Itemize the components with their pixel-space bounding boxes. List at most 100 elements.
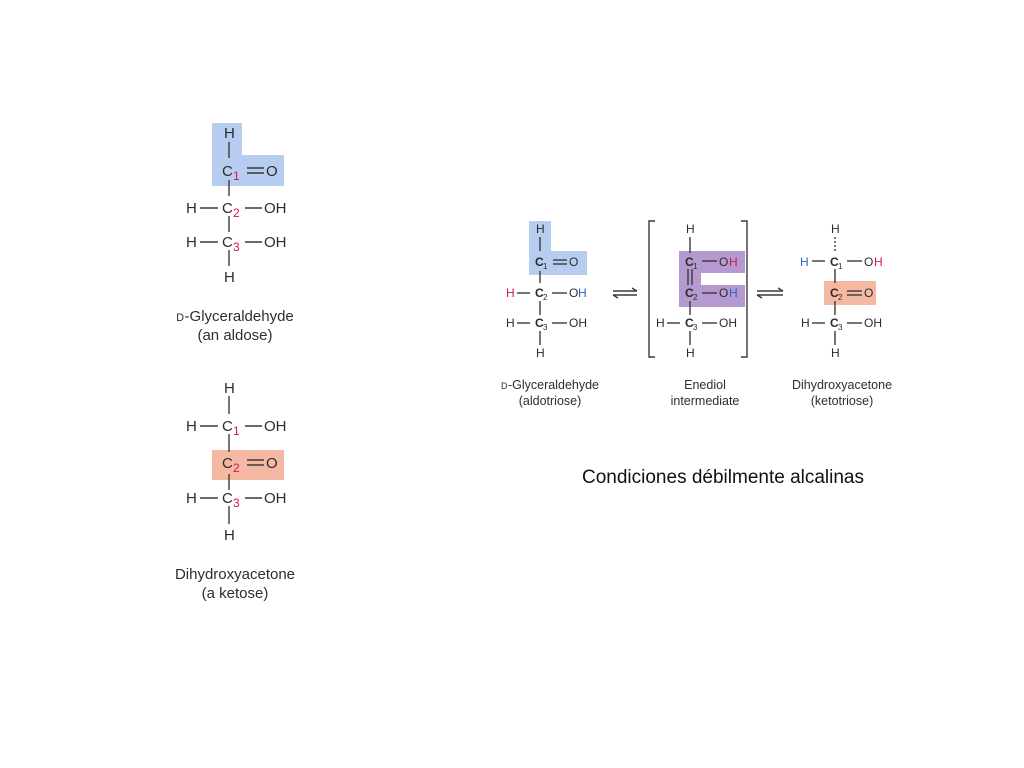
ketotriose-caption-sub: (ketotriose) (810, 393, 874, 408)
atom-c2-sub: 2 (838, 293, 843, 302)
atom-h3: H (656, 316, 665, 330)
glyceraldehyde-caption-sub: (an aldose) (197, 326, 273, 344)
enediol-caption-sub: intermediate (670, 393, 740, 408)
atom-h3: H (186, 490, 197, 507)
ketotriose-caption-name: Dihydroxyacetone (791, 378, 893, 392)
condition-label: Condiciones débilmente alcalinas (582, 467, 865, 488)
ketotriose-highlight (824, 281, 876, 305)
atom-h-red: H (874, 255, 883, 269)
d-prefix: D (176, 312, 185, 324)
atom-h: H (536, 222, 545, 236)
reaction-scheme: H C 1 O H C 2 O H H C 3 OH H (506, 220, 883, 360)
enediol-highlight (679, 251, 745, 307)
atom-h-bottom: H (536, 346, 545, 360)
atom-h: H (686, 222, 695, 236)
atom-o2: O (864, 286, 873, 300)
glyceraldehyde-caption-name: D-Glyceraldehyde (150, 308, 320, 327)
atom-h3: H (801, 316, 810, 330)
aldotriose-caption-name: D-Glyceraldehyde (485, 378, 615, 394)
atom-oh3: OH (264, 234, 287, 251)
aldotriose-caption-sub: (aldotriose) (518, 393, 582, 408)
atom-c3: C (685, 316, 694, 330)
enediol-caption-name: Enediol (684, 378, 726, 392)
atom-c3-sub: 3 (693, 323, 698, 332)
glyceraldehyde-caption: D-Glyceraldehyde (an aldose) (150, 308, 320, 346)
atom-c2: C (535, 286, 544, 300)
atom-h-blue: H (800, 255, 809, 269)
dihydroxyacetone-caption-name: Dihydroxyacetone (174, 566, 296, 583)
atom-c2-sub: 2 (233, 206, 240, 220)
atom-c3-sub: 3 (233, 240, 240, 254)
atom-c1: C (222, 418, 233, 435)
atom-c3-sub: 3 (838, 323, 843, 332)
atom-c1: C (685, 255, 694, 269)
aldotriose-highlight (529, 221, 587, 275)
atom-h-top: H (224, 125, 235, 142)
atom-h-bottom: H (224, 527, 235, 544)
atom-c1-sub: 1 (838, 262, 843, 271)
atom-h-red: H (729, 255, 738, 269)
bracket-left (648, 220, 655, 358)
enediol-structure: H C 1 O H C 2 O H H C 3 OH H (648, 220, 748, 360)
atom-c1: C (222, 163, 233, 180)
aldotriose-name: -Glyceraldehyde (507, 378, 599, 392)
aldotriose-caption: D-Glyceraldehyde (aldotriose) (485, 378, 615, 409)
arrow-back-head (756, 294, 763, 299)
atom-h-bottom: H (224, 269, 235, 286)
atom-h-red: H (506, 286, 515, 300)
atom-c2: C (685, 286, 694, 300)
atom-c3: C (222, 234, 233, 251)
atom-c2-sub: 2 (233, 461, 240, 475)
bracket-right (741, 220, 748, 358)
atom-oh3: OH (719, 316, 737, 330)
d-prefix: D (500, 381, 508, 391)
atom-c2: C (222, 200, 233, 217)
aldotriose-structure: H C 1 O H C 2 O H H C 3 OH H (506, 221, 587, 360)
atom-c2: C (830, 286, 839, 300)
atom-o2: O (569, 286, 578, 300)
atom-o2: O (266, 455, 278, 472)
atom-oh2: OH (264, 200, 287, 217)
atom-o1: O (719, 255, 728, 269)
atom-oh1: OH (264, 418, 287, 435)
atom-c1-sub: 1 (233, 424, 240, 438)
atom-c1-sub: 1 (693, 262, 698, 271)
equilibrium-arrow-1 (612, 287, 638, 299)
atom-h2: H (186, 200, 197, 217)
arrow-forward-head (777, 287, 784, 292)
ketotriose-caption: Dihydroxyacetone (ketotriose) (772, 378, 912, 409)
arrow-forward-head (631, 287, 638, 292)
arrow-back-head (612, 294, 619, 299)
glyceraldehyde-name: -Glyceraldehyde (184, 308, 294, 325)
aldehyde-highlight (212, 123, 284, 186)
atom-c3: C (222, 490, 233, 507)
atom-o2: O (719, 286, 728, 300)
atom-c1-sub: 1 (233, 169, 240, 183)
atom-c3-sub: 3 (543, 323, 548, 332)
atom-h-bottom: H (831, 346, 840, 360)
atom-c3: C (535, 316, 544, 330)
atom-h: H (831, 222, 840, 236)
atom-h3: H (186, 234, 197, 251)
atom-h-blue: H (578, 286, 587, 300)
enediol-caption: Enediol intermediate (640, 378, 770, 409)
atom-c1: C (535, 255, 544, 269)
atom-o1: O (864, 255, 873, 269)
atom-o1: O (266, 163, 278, 180)
equilibrium-arrow-2 (756, 287, 784, 299)
atom-h-top: H (224, 380, 235, 397)
atom-oh3: OH (864, 316, 882, 330)
dihydroxyacetone-caption-sub: (a ketose) (201, 584, 269, 602)
atom-c3: C (830, 316, 839, 330)
dihydroxyacetone-caption: Dihydroxyacetone (a ketose) (150, 566, 320, 604)
atom-oh3: OH (264, 490, 287, 507)
atom-c2-sub: 2 (543, 293, 548, 302)
atom-h-blue: H (729, 286, 738, 300)
atom-c3-sub: 3 (233, 496, 240, 510)
atom-oh3: OH (569, 316, 587, 330)
atom-c2: C (222, 455, 233, 472)
atom-h1: H (186, 418, 197, 435)
atom-c1-sub: 1 (543, 262, 548, 271)
atom-c2-sub: 2 (693, 293, 698, 302)
